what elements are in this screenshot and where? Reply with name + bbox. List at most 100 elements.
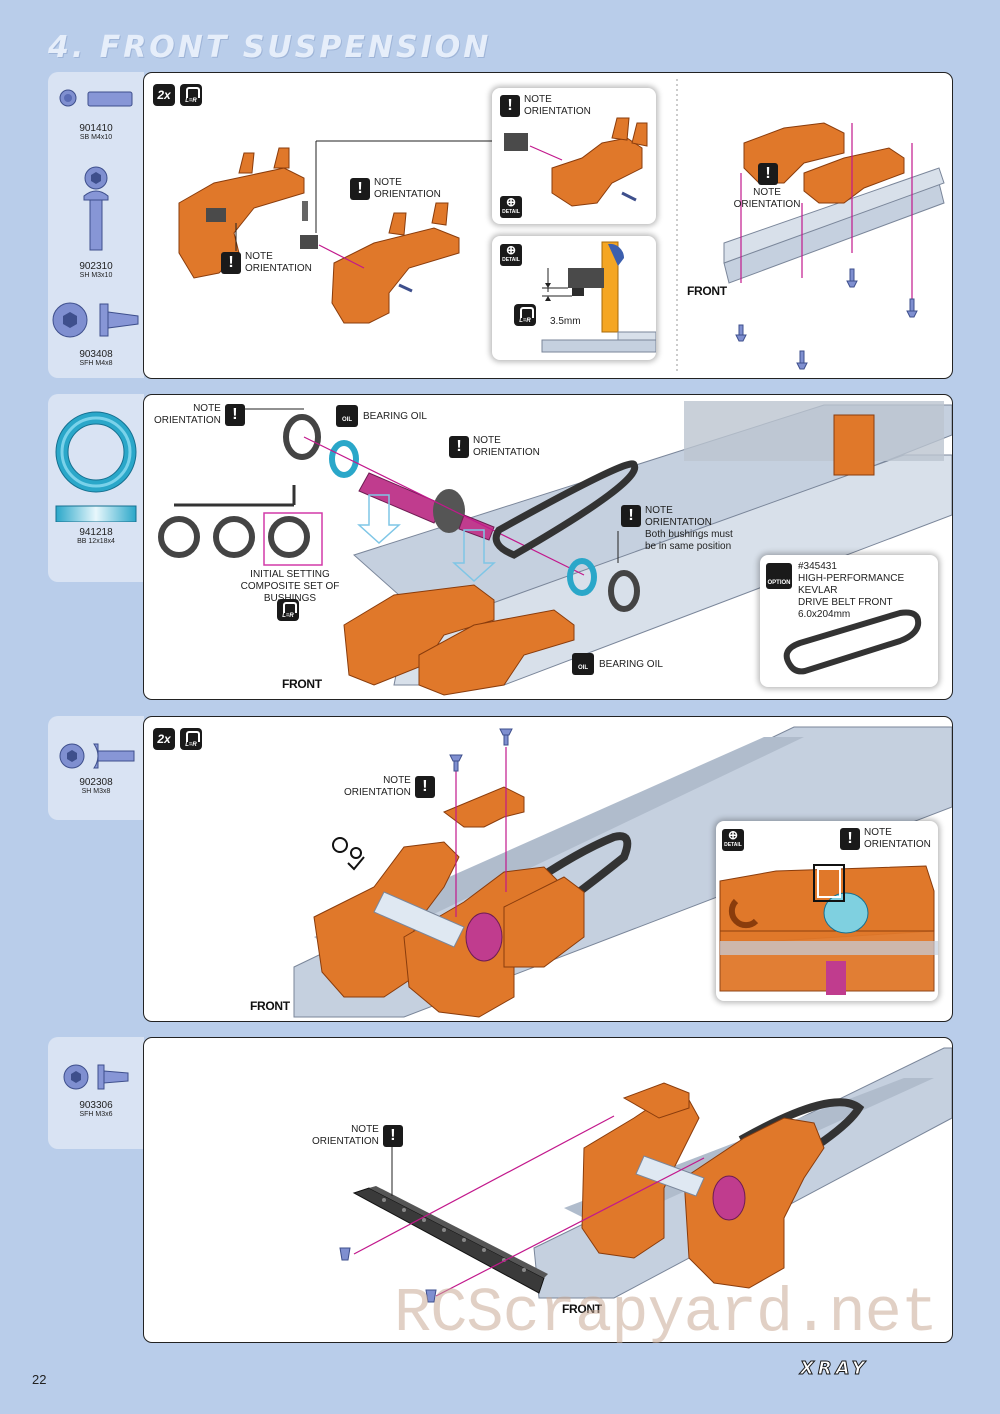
- detail-magnifier-icon: ⊕DETAIL: [722, 829, 744, 851]
- left-right-icon: L=R: [180, 84, 202, 106]
- detail-illustration: [504, 117, 648, 207]
- exclamation-icon: !: [500, 95, 520, 117]
- page-number: 22: [32, 1372, 47, 1387]
- screw-sh-icon: [59, 743, 135, 769]
- dimension-label: 3.5mm: [550, 316, 581, 327]
- detail-bulkhead-illustration: [719, 864, 938, 995]
- front-label: FRONT: [250, 999, 290, 1013]
- detail-panel-dimension: ⊕DETAIL L=R 3.5mm: [492, 236, 656, 360]
- part-desc: SH M3x8: [81, 788, 111, 795]
- parts-column-step-1: 901410 SB M4x10 902310 SH M3x10 903408 S…: [48, 72, 144, 378]
- part-code: 903408: [79, 349, 113, 360]
- lr-label: L=R: [185, 98, 197, 104]
- step-4-illustration: [339, 1047, 952, 1303]
- front-label: FRONT: [282, 677, 322, 691]
- quantity-badge: 2x: [153, 84, 175, 106]
- exclamation-icon: !: [224, 404, 245, 426]
- thumbs-up-icon: OPTION: [766, 563, 792, 589]
- part-code: 902308: [79, 777, 113, 788]
- part-903408: 903408 SFH M4x8: [48, 300, 144, 368]
- option-panel-belt: OPTION #345431 HIGH-PERFORMANCE KEVLAR D…: [760, 555, 938, 687]
- part-901410: 901410 SB M4x10: [48, 88, 144, 142]
- screw-sfh-icon: [63, 1064, 129, 1090]
- dimension-illustration: [541, 241, 656, 353]
- part-desc: SB M4x10: [79, 134, 113, 141]
- exclamation-icon: !: [840, 828, 860, 850]
- exclamation-icon: !: [449, 436, 469, 458]
- part-902310: 902310 SH M3x10: [48, 164, 144, 280]
- detail-magnifier-icon: ⊕DETAIL: [500, 196, 522, 218]
- page-title: 4. FRONT SUSPENSION: [48, 30, 492, 65]
- part-desc: SFH M3x6: [79, 1111, 113, 1118]
- left-right-icon: L=R: [277, 599, 299, 621]
- quantity-badge: 2x: [153, 728, 175, 750]
- part-code: 902310: [79, 261, 113, 272]
- bearing-oil-label: BEARING OIL: [363, 411, 427, 422]
- part-902308: 902308 SH M3x8: [48, 740, 144, 796]
- parts-column-step-3: 902308 SH M3x8: [48, 716, 144, 820]
- part-code: 941218: [79, 527, 113, 538]
- exclamation-icon: !: [221, 252, 241, 274]
- screw-sb-icon: [59, 89, 133, 107]
- left-right-icon: L=R: [180, 728, 202, 750]
- exclamation-icon: !: [758, 163, 778, 185]
- wrench-gear-icon: [332, 837, 365, 871]
- part-desc: SH M3x10: [79, 272, 113, 279]
- part-desc: BB 12x18x4: [77, 538, 115, 545]
- parts-column-step-4: 903306 SFH M3x6: [48, 1037, 144, 1149]
- step-2-illustration: [158, 401, 952, 696]
- exclamation-icon: !: [621, 505, 641, 527]
- front-label: FRONT: [562, 1302, 602, 1316]
- step-1-illustration: [178, 79, 945, 371]
- brand-logo: XRAY: [800, 1358, 869, 1380]
- ball-bearing-icon: [55, 411, 137, 523]
- part-903306: 903306 SFH M3x6: [48, 1063, 144, 1119]
- watermark: RCScrapyard.net: [394, 1278, 938, 1349]
- oil-can-icon: OIL: [572, 653, 594, 675]
- left-right-icon: L=R: [514, 304, 536, 326]
- part-desc: SFH M4x8: [79, 360, 113, 367]
- step-3-illustration: [293, 726, 952, 1018]
- oil-can-icon: OIL: [336, 405, 358, 427]
- screw-sh-icon: [83, 166, 109, 251]
- detail-magnifier-icon: ⊕DETAIL: [500, 244, 522, 266]
- part-code: 903306: [79, 1100, 113, 1111]
- belt-illustration: [783, 609, 922, 675]
- option-description: #345431 HIGH-PERFORMANCE KEVLAR DRIVE BE…: [798, 561, 905, 620]
- front-label: FRONT: [687, 284, 727, 298]
- exclamation-icon: !: [414, 776, 435, 798]
- part-941218: 941218 BB 12x18x4: [48, 410, 144, 546]
- part-code: 901410: [79, 123, 113, 134]
- screw-sfh-icon: [52, 302, 139, 338]
- exclamation-icon: !: [350, 178, 370, 200]
- bearing-oil-label: BEARING OIL: [599, 659, 663, 670]
- parts-column-step-2: 941218 BB 12x18x4: [48, 394, 144, 582]
